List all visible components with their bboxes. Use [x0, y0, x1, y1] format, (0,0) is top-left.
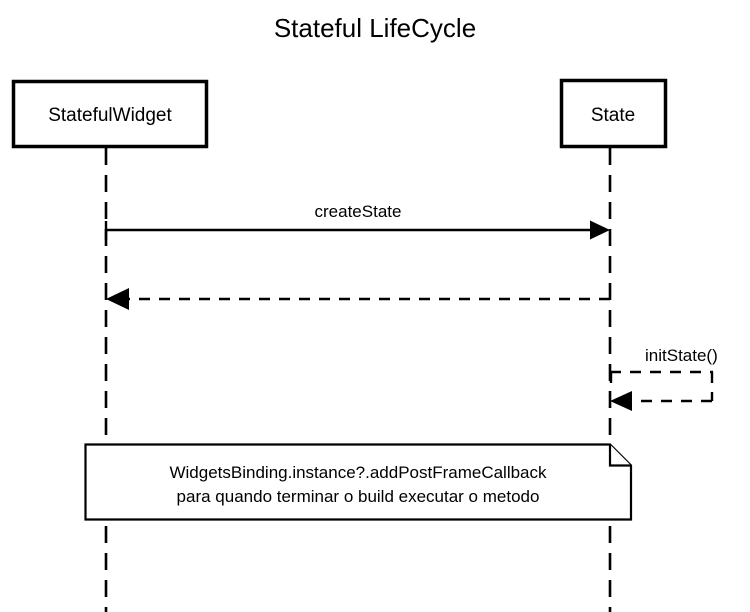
note-line-1: WidgetsBinding.instance?.addPostFrameCal…	[169, 463, 547, 482]
participant-state[interactable]: State	[559, 78, 668, 149]
arrowhead-create-state	[590, 220, 610, 240]
message-label-create-state: createState	[315, 202, 402, 221]
participant-stateful-widget[interactable]: StatefulWidget	[11, 79, 209, 149]
note-body-shape	[84, 443, 633, 521]
note-fold-corner	[608, 444, 631, 467]
participant-label-stateful-widget: StatefulWidget	[48, 105, 172, 126]
note-post-frame-callback[interactable]: WidgetsBinding.instance?.addPostFrameCal…	[84, 443, 633, 521]
arrowhead-return	[106, 288, 129, 310]
arrowhead-init-state	[610, 391, 632, 411]
message-init-state[interactable]: initState()	[609, 346, 718, 411]
message-create-state[interactable]: createState	[104, 202, 610, 240]
note-line-2: para quando terminar o build executar o …	[177, 487, 540, 506]
participant-box-stateful-widget	[11, 79, 209, 149]
message-return[interactable]	[106, 288, 610, 310]
participant-label-state: State	[591, 105, 635, 126]
participant-box-state	[559, 78, 668, 149]
message-label-init-state: initState()	[645, 346, 718, 365]
page-title: Stateful LifeCycle	[274, 13, 476, 43]
